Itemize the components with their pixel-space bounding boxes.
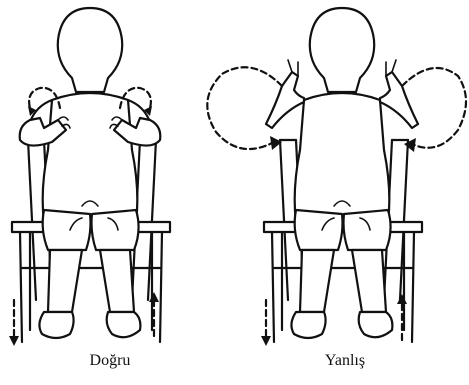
caption-wrong: Yanlış xyxy=(285,352,405,370)
left-arm-wrong xyxy=(266,72,304,128)
head-wrong xyxy=(310,8,374,92)
figure-correct xyxy=(9,8,170,346)
caption-correct: Doğru xyxy=(50,352,170,370)
figure-wrong xyxy=(207,8,466,346)
head-correct xyxy=(58,8,122,92)
right-arm-wrong xyxy=(380,72,418,128)
body-wrong xyxy=(291,93,392,338)
